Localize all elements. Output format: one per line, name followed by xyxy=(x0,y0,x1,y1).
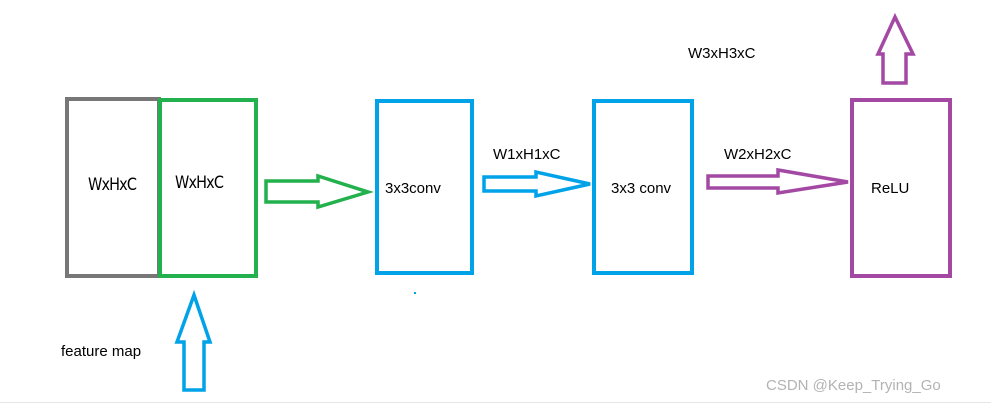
conv1-box xyxy=(375,99,474,275)
edge-label-conv2-relu: W2xH2xC xyxy=(724,146,792,163)
watermark: CSDN @Keep_Trying_Go xyxy=(766,377,941,394)
arrow-blue-1 xyxy=(482,169,591,199)
input-label-green: WxHxC xyxy=(175,173,224,193)
conv1-label: 3x3conv xyxy=(385,180,441,197)
stray-dot xyxy=(414,292,416,294)
input-box-green xyxy=(158,98,258,278)
edge-label-conv1-conv2: W1xH1xC xyxy=(493,146,561,163)
relu-box xyxy=(850,98,952,278)
conv2-label: 3x3 conv xyxy=(611,180,672,197)
feature-map-label: feature map xyxy=(61,343,142,360)
input-label-gray: WxHxC xyxy=(88,175,137,195)
output-label: W3xH3xC xyxy=(688,45,756,62)
arrow-up-purple xyxy=(875,12,916,85)
arrow-purple xyxy=(706,167,849,196)
arrow-green xyxy=(264,173,374,210)
relu-label: ReLU xyxy=(871,180,910,197)
bottom-divider xyxy=(0,402,991,403)
arrow-up-blue xyxy=(174,289,213,392)
conv2-box xyxy=(592,99,694,275)
